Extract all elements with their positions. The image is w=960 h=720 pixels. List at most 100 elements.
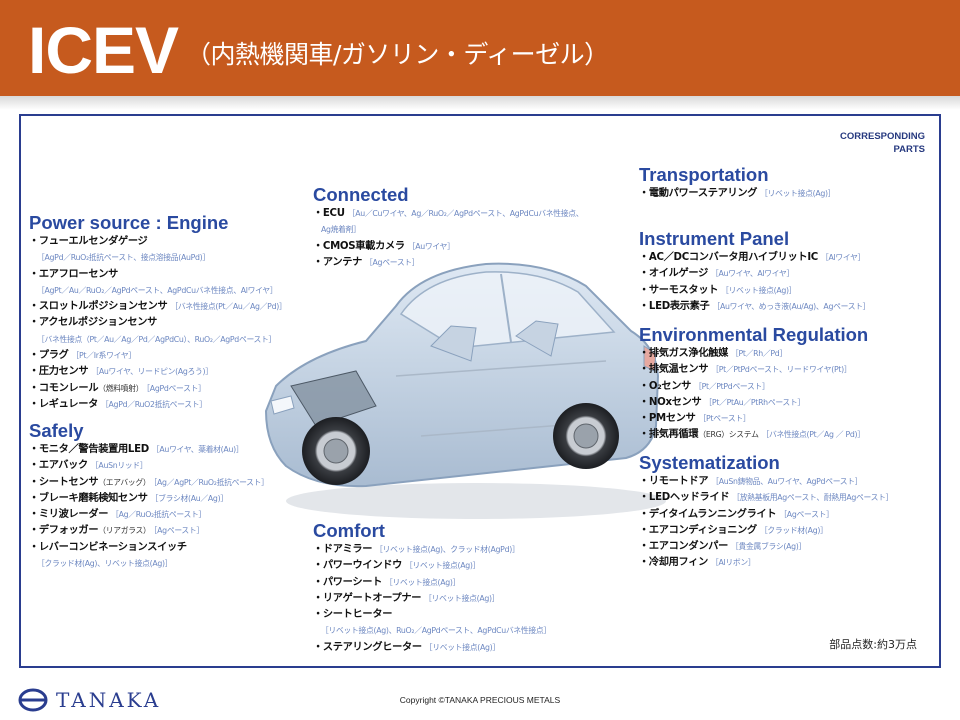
section-list: ・AC／DCコンバータ用ハイブリットIC［Alワイヤ］・オイルゲージ［Auワイヤ… bbox=[639, 250, 870, 315]
copyright: Copyright ©TANAKA PRECIOUS METALS bbox=[399, 695, 561, 705]
item-note: ［ブラシ材(Au／Ag)］ bbox=[150, 493, 228, 503]
item-name: ・リアゲートオープナー bbox=[313, 592, 422, 604]
tanaka-logo-text: TANAKA bbox=[56, 688, 162, 712]
content-frame: CORRESPONDING PARTS bbox=[19, 114, 941, 668]
section-title: Transportation bbox=[639, 164, 769, 185]
list-item: ・リモートドア［AuSn鋳物品、Auワイヤ、AgPdペースト］ bbox=[639, 474, 893, 490]
item-note: ［リベット接点(Ag)、RuO₂／AgPdペースト、AgPdCuバネ性接点］ bbox=[321, 626, 551, 636]
header-shadow bbox=[0, 96, 960, 110]
item-note: ［クラッド材(Ag)、リベット接点(Ag)］ bbox=[37, 559, 173, 569]
list-item: ・LEDヘッドライド［放熱基板用Agペースト、耐熱用Agペースト］ bbox=[639, 490, 893, 506]
item-note: ［Ag／AgPt／RuO₂抵抗ペースト］ bbox=[153, 477, 269, 487]
list-item: ・レギュレータ［AgPd／RuO2抵抗ペースト］ bbox=[29, 397, 286, 413]
item-note: ［貴金属ブラシ(Ag)］ bbox=[731, 542, 806, 552]
tanaka-logo-icon bbox=[18, 688, 48, 712]
list-item: ・PMセンサ［Ptペースト］ bbox=[639, 411, 868, 427]
item-note: ［クラッド材(Ag)］ bbox=[759, 525, 828, 535]
list-item: ・オイルゲージ［Auワイヤ、Alワイヤ］ bbox=[639, 266, 870, 282]
list-item: ・エアコンダンパー［貴金属ブラシ(Ag)］ bbox=[639, 539, 893, 555]
item-note: ［リベット接点(Ag)、クラッド材(AgPd)］ bbox=[375, 545, 520, 554]
list-item: ・エアフローセンサ bbox=[29, 267, 286, 283]
item-note: ［Alワイヤ］ bbox=[820, 253, 866, 262]
list-item: ・ミリ波レーダー［Ag／RuO₂抵抗ペースト］ bbox=[29, 507, 269, 523]
list-item: ・シートセンサ（エアバッグ）［Ag／AgPt／RuO₂抵抗ペースト］ bbox=[29, 475, 269, 491]
list-item: ・ECU［Au／Cuワイヤ、Ag／RuO₂／AgPdペースト、AgPdCuバネ性… bbox=[313, 206, 584, 222]
taillight bbox=[643, 345, 657, 372]
list-item: ・アンテナ［Agペースト］ bbox=[313, 255, 583, 271]
section-title: Environmental Regulation bbox=[639, 324, 869, 345]
item-name: ・レバーコンビネーションスイッチ bbox=[29, 541, 187, 553]
list-item-note: ［クラッド材(Ag)、リベット接点(Ag)］ bbox=[29, 556, 269, 572]
section-list: ・フューエルセンダゲージ［AgPd／RuO₂抵抗ペースト、接点溶接品(AuPd)… bbox=[29, 234, 287, 413]
item-note: ［リベット接点(Ag)］ bbox=[721, 285, 797, 295]
list-item: ・ブレーキ磨耗検知センサ［ブラシ材(Au／Ag)］ bbox=[29, 491, 269, 507]
section-title: Connected bbox=[313, 184, 409, 205]
section-title: Safely bbox=[29, 420, 84, 441]
item-note: ［Auワイヤ、リードピン(Agろう)］ bbox=[91, 367, 213, 377]
car-door-line bbox=[395, 360, 607, 377]
item-note: ［Ag／RuO₂抵抗ペースト］ bbox=[111, 510, 206, 520]
section-list: ・排気ガス浄化触媒［Pt／Rh／Pd］・排気温センサ［Pt／PtPdペースト、リ… bbox=[639, 346, 868, 444]
item-name: ・アンテナ bbox=[313, 256, 363, 268]
list-item: ・冷却用フィン［Alリボン］ bbox=[639, 555, 893, 571]
item-note: ［リベット接点(Ag)］ bbox=[424, 593, 500, 603]
section-safely: Safely ・モニタ／警告装置用LED［Auワイヤ、薬着材(Au)］・エアバッ… bbox=[29, 420, 269, 572]
item-name: ・スロットルポジションセンサ bbox=[29, 301, 168, 313]
item-note: ［Pt／PtAu／PtRhペースト］ bbox=[704, 397, 805, 407]
item-note: ［Pt／Rh／Pd］ bbox=[731, 349, 787, 358]
item-name: ・シートヒーター bbox=[313, 609, 393, 621]
item-note: ［Agペースト］ bbox=[779, 509, 834, 519]
list-item-note: ［バネ性接点（Pt／Au／Ag／Pd／AgPdCu）、RuO₂／AgPdペースト… bbox=[29, 332, 286, 348]
header-bar: ICEV （内熱機関車/ガソリン・ディーゼル） bbox=[0, 0, 960, 96]
list-item: ・リアゲートオープナー［リベット接点(Ag)］ bbox=[313, 591, 551, 607]
tanaka-logo[interactable]: TANAKA bbox=[18, 686, 161, 714]
item-note: ［放熱基板用Agペースト、耐熱用Agペースト］ bbox=[732, 493, 894, 503]
item-note: ［AgPdペースト］ bbox=[146, 383, 206, 393]
item-name: ・ドアミラー bbox=[313, 544, 373, 555]
item-name: ・O₂センサ bbox=[639, 380, 692, 392]
list-item-note: ［リベット接点(Ag)、RuO₂／AgPdペースト、AgPdCuバネ性接点］ bbox=[313, 623, 551, 639]
item-name: ・NOxセンサ bbox=[639, 396, 702, 408]
corresponding-parts-line-2: PARTS bbox=[893, 144, 926, 155]
item-name: ・ブレーキ磨耗検知センサ bbox=[29, 492, 148, 504]
section-list: ・モニタ／警告装置用LED［Auワイヤ、薬着材(Au)］・エアバック［AuSnリ… bbox=[29, 442, 269, 572]
item-note: ［Ptペースト］ bbox=[698, 414, 751, 424]
item-note: ［Auワイヤ］ bbox=[407, 241, 455, 251]
list-item: ・サーモスタット［リベット接点(Ag)］ bbox=[639, 283, 870, 299]
parts-count: 部品点数:約3万点 bbox=[829, 638, 917, 651]
list-item: ・アクセルポジションセンサ bbox=[29, 315, 286, 331]
list-item: ・O₂センサ［Pt／PtPdペースト］ bbox=[639, 379, 868, 395]
item-note: ［Agペースト］ bbox=[153, 526, 205, 536]
item-qualifier: （燃料噴射） bbox=[98, 383, 144, 393]
item-note: ［Auワイヤ、めっき液(Au/Ag)、Agペースト］ bbox=[712, 301, 871, 311]
item-note: ［AgPd／RuO₂抵抗ペースト、接点溶接品(AuPd)］ bbox=[37, 253, 210, 263]
item-name: ・ECU bbox=[313, 208, 345, 219]
item-qualifier: （ERG）システム bbox=[698, 430, 759, 440]
list-item: ・排気再循環（ERG）システム［バネ性接点(Pt／Ag ／ Pd)］ bbox=[639, 427, 868, 443]
item-note: ［Agペースト］ bbox=[365, 257, 420, 267]
list-item: ・シートヒーター bbox=[313, 607, 551, 623]
item-name: ・排気ガス浄化触媒 bbox=[639, 348, 728, 359]
item-note: ［Auワイヤ、Alワイヤ］ bbox=[711, 269, 794, 279]
section-environmental-regulation: Environmental Regulation ・排気ガス浄化触媒［Pt／Rh… bbox=[639, 324, 868, 444]
item-note: ［リベット接点(Ag)］ bbox=[424, 642, 500, 652]
list-item: ・LED表示素子［Auワイヤ、めっき液(Au/Ag)、Agペースト］ bbox=[639, 299, 870, 315]
list-item: ・デイタイムランニングライト［Agペースト］ bbox=[639, 507, 893, 523]
list-item: ・ステアリングヒーター［リベット接点(Ag)］ bbox=[313, 640, 551, 656]
item-name: ・PMセンサ bbox=[639, 413, 696, 425]
item-note: ［Pt／Ir系ワイヤ］ bbox=[71, 351, 137, 361]
corresponding-parts-line-1: CORRESPONDING bbox=[840, 131, 925, 142]
item-name: ・パワーシート bbox=[313, 576, 383, 588]
item-name: ・LEDヘッドライド bbox=[639, 492, 730, 504]
section-title: Systematization bbox=[639, 452, 780, 473]
list-item: ・プラグ［Pt／Ir系ワイヤ］ bbox=[29, 348, 286, 364]
list-item: ・電動パワーステアリング［リベット接点(Ag)］ bbox=[639, 186, 836, 202]
list-item: ・モニタ／警告装置用LED［Auワイヤ、薬着材(Au)］ bbox=[29, 442, 269, 458]
section-power-source: Power source : Engine ・フューエルセンダゲージ［AgPd／… bbox=[29, 212, 287, 413]
list-item: ・レバーコンビネーションスイッチ bbox=[29, 540, 269, 556]
item-name: ・ミリ波レーダー bbox=[29, 509, 109, 521]
item-name: ・CMOS車載カメラ bbox=[313, 240, 405, 252]
page-title: ICEV bbox=[28, 13, 179, 87]
item-name: ・排気温センサ bbox=[639, 364, 709, 376]
section-systematization: Systematization ・リモートドア［AuSn鋳物品、Auワイヤ、Ag… bbox=[639, 452, 893, 572]
